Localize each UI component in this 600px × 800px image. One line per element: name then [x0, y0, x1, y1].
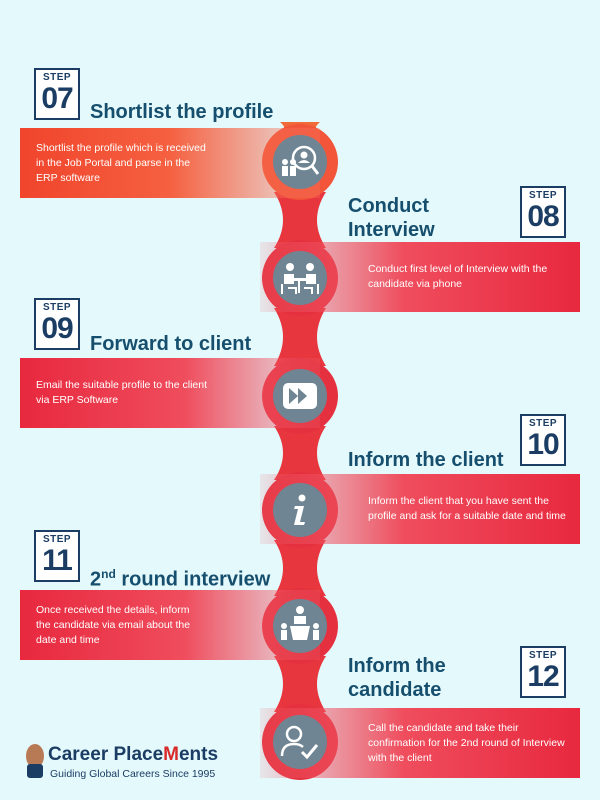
- title-part: round interview: [115, 568, 271, 591]
- title-sup: nd: [101, 567, 116, 581]
- spine-connector: [274, 656, 326, 712]
- interview-meeting-icon: [270, 248, 330, 308]
- spine-connector: [274, 540, 326, 596]
- step-badge-07: STEP 07: [34, 68, 80, 120]
- step-desc-11: Once received the details, inform the ca…: [20, 590, 320, 660]
- step-desc-text: Call the candidate and take their confir…: [368, 721, 565, 764]
- spine-connector: [274, 426, 326, 480]
- step-label: STEP: [42, 72, 72, 83]
- step-number: 12: [527, 660, 559, 693]
- brand-text: Career Place: [48, 744, 164, 765]
- spine-connector: [274, 192, 326, 248]
- step-title-09: Forward to client: [90, 333, 252, 355]
- step-title-11: 2nd round interview: [90, 562, 270, 592]
- step-number: 08: [527, 200, 559, 233]
- step-label: STEP: [42, 302, 72, 313]
- logo-brand: Career PlaceMents: [48, 744, 218, 766]
- logo-mark-icon: [26, 744, 44, 778]
- step-badge-10: STEP 10: [520, 414, 566, 466]
- step-badge-12: STEP 12: [520, 646, 566, 698]
- step-title-07: Shortlist the profile: [90, 101, 274, 123]
- brand-accent: M: [163, 744, 179, 765]
- step-label: STEP: [528, 650, 558, 661]
- step-number: 11: [42, 544, 73, 577]
- step-title-12: Inform the candidate: [348, 655, 446, 701]
- fast-forward-icon: [270, 366, 330, 426]
- step-label: STEP: [528, 190, 558, 201]
- people-profile-icon: [270, 132, 330, 192]
- step-label: STEP: [42, 534, 72, 545]
- step-desc-text: Email the suitable profile to the client…: [36, 379, 208, 406]
- step-number: 09: [41, 312, 73, 345]
- step-desc-text: Conduct first level of Interview with th…: [368, 263, 548, 290]
- step-number: 10: [527, 428, 559, 461]
- brand-text: ents: [178, 744, 219, 765]
- step-desc-07: Shortlist the profile which is received …: [20, 128, 320, 198]
- step-title-10: Inform the client: [348, 449, 504, 471]
- step-number: 07: [41, 82, 73, 115]
- presentation-icon: [270, 596, 330, 656]
- logo-tagline: Guiding Global Careers Since 1995: [50, 768, 216, 780]
- step-badge-11: STEP 11: [34, 530, 80, 582]
- step-desc-text: Once received the details, inform the ca…: [36, 603, 191, 646]
- step-desc-text: Shortlist the profile which is received …: [36, 141, 206, 184]
- step-title-08: Conduct Interview: [348, 195, 435, 241]
- step-badge-08: STEP 08: [520, 186, 566, 238]
- step-desc-text: Inform the client that you have sent the…: [368, 495, 566, 522]
- step-desc-09: Email the suitable profile to the client…: [20, 358, 320, 428]
- spine-connector: [274, 308, 326, 366]
- step-label: STEP: [528, 418, 558, 429]
- title-part: 2: [90, 568, 102, 591]
- user-check-icon: [270, 712, 330, 772]
- info-icon: [270, 480, 330, 540]
- step-badge-09: STEP 09: [34, 298, 80, 350]
